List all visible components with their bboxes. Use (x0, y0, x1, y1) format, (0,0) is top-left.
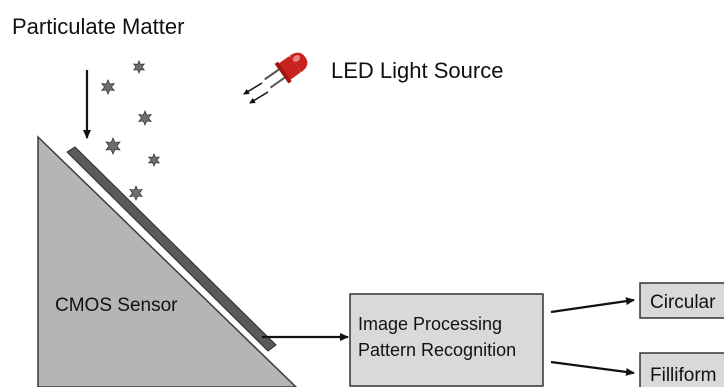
star-particle-icon (101, 79, 115, 95)
star-particle-icon (129, 185, 143, 201)
circular-output-arrow (550, 297, 635, 314)
sensor-surface-strip (66, 146, 277, 352)
filliform-output-label: Filliform (650, 365, 717, 386)
star-particle-icon (105, 137, 121, 155)
circular-output-label: Circular (650, 292, 716, 313)
led-icon (264, 52, 308, 89)
filliform-output-arrow (550, 360, 635, 376)
star-particle-icon (147, 153, 161, 167)
led-light-source-label: LED Light Source (331, 58, 503, 83)
image-processing-box (349, 293, 544, 387)
cmos-sensor (37, 135, 298, 388)
cmos-sensor-label: CMOS Sensor (55, 295, 178, 316)
pattern-recognition-label: Pattern Recognition (358, 340, 516, 360)
light-ray-arrows-icon (243, 82, 269, 104)
particles-group (101, 60, 161, 201)
filliform-output-box (639, 352, 724, 392)
circular-output-box (639, 282, 724, 319)
particulate-matter-label: Particulate Matter (12, 14, 184, 39)
star-particle-icon (132, 60, 146, 74)
image-processing-label: Image Processing (358, 314, 502, 334)
star-particle-icon (138, 110, 152, 126)
